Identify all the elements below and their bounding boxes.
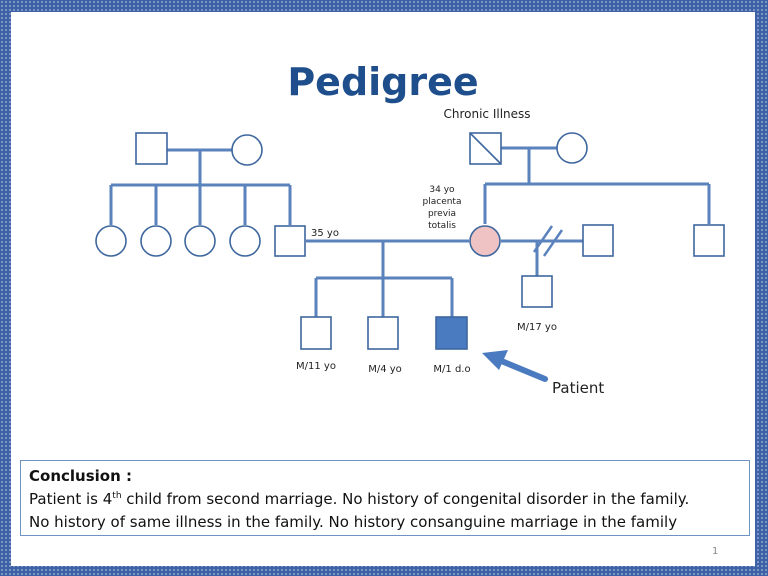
mother-brother-male-symbol: [693, 224, 725, 257]
slide-content: Pedigree: [11, 12, 755, 566]
child-2-label: M/4 yo: [368, 364, 402, 375]
mother-female-symbol: [469, 225, 501, 257]
maternal-grandmother-female-symbol: [556, 132, 588, 164]
half-brother-male-symbol: [521, 275, 553, 308]
pedigree-lines: [109, 146, 711, 317]
ordinal-suffix: th: [112, 491, 122, 501]
half-brother-label: M/17 yo: [517, 322, 557, 333]
mother-label-line-2: placenta: [423, 197, 462, 207]
paternal-aunt-4-female-symbol: [229, 225, 261, 257]
conclusion-line-1-start: Patient is 4: [29, 490, 113, 508]
conclusion-box: Conclusion : Patient is 4th child from s…: [20, 460, 750, 536]
divorce-slash-2: [542, 229, 564, 257]
patient-age-label: M/1 d.o: [433, 364, 470, 375]
father-male-symbol: [274, 225, 306, 257]
chronic-illness-label: Chronic Illness: [443, 107, 530, 121]
conclusion-heading: Conclusion :: [29, 467, 132, 485]
page-number: 1: [712, 546, 719, 557]
paternal-aunt-1-female-symbol: [95, 225, 127, 257]
pedigree-symbols: [95, 132, 725, 350]
pedigree-diagram: Chronic Illness 35 yo 34 yo placenta pre…: [95, 107, 725, 397]
patient-arrow-icon: [482, 350, 548, 382]
paternal-grandmother-female-symbol: [231, 134, 263, 166]
child-2-male-symbol: [367, 316, 399, 350]
mother-label-line-4: totalis: [428, 221, 456, 231]
child-1-male-symbol: [300, 316, 332, 350]
father-age-label: 35 yo: [311, 228, 339, 239]
paternal-aunt-2-female-symbol: [140, 225, 172, 257]
divorce-slash-1: [532, 225, 554, 253]
child-1-label: M/11 yo: [296, 361, 336, 372]
conclusion-line-1-end: child from second marriage. No history o…: [121, 490, 690, 508]
slide-title: Pedigree: [287, 60, 479, 104]
paternal-grandfather-male-symbol: [135, 132, 168, 165]
mother-first-husband-male-symbol: [582, 224, 614, 257]
conclusion-line-2: No history of same illness in the family…: [29, 513, 678, 531]
conclusion-line-1: Patient is 4th child from second marriag…: [29, 488, 741, 511]
paternal-aunt-3-female-symbol: [184, 225, 216, 257]
mother-label-line-1: 34 yo: [429, 185, 455, 195]
mother-label-line-3: previa: [428, 209, 456, 219]
patient-pointer-label: Patient: [552, 379, 604, 397]
chronic-illness-marker: [469, 132, 502, 165]
patient-affected-male-symbol: [435, 316, 468, 350]
